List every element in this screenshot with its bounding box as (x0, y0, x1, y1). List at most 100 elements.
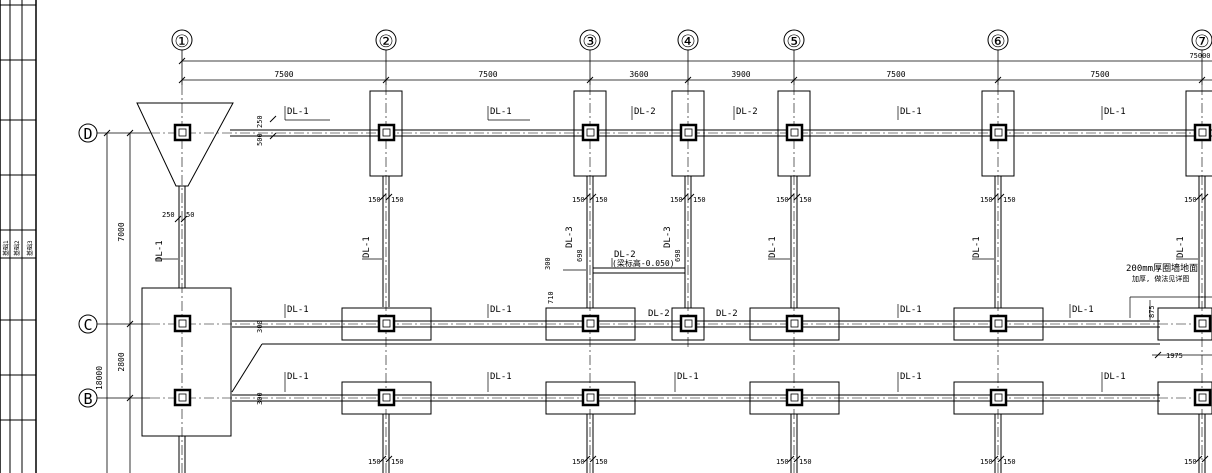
svg-text:300: 300 (256, 392, 264, 405)
svg-text:⑦: ⑦ (1194, 32, 1209, 52)
pile-cap-D3 (573, 90, 607, 177)
beam-labels-row-C: DL-1 DL-1 DL-2 DL-2 DL-1 DL-1 (287, 305, 1094, 319)
column-B1 (173, 388, 192, 407)
svg-text:150: 150 (980, 458, 993, 466)
beam-labels-row-D: DL-1 DL-1 DL-2 DL-2 DL-1 DL-1 (287, 107, 1126, 117)
pile-cap-D7 (1185, 90, 1212, 177)
axis-leaders (97, 50, 1203, 399)
dim-top-1: 7500 (274, 70, 293, 79)
dim-top-6: 7500 (1090, 70, 1109, 79)
column-C1 (173, 314, 192, 333)
title-block: 基础1 基础2 基础3 (0, 0, 37, 473)
column-C5 (785, 314, 804, 333)
column-D7 (1193, 123, 1212, 142)
column-C3 (581, 314, 600, 333)
column-B6 (989, 388, 1008, 407)
svg-text:150: 150 (391, 196, 404, 204)
svg-text:④: ④ (680, 32, 695, 52)
title-block-text-3: 基础3 (26, 240, 34, 256)
axis-bubble-5: ⑤ (783, 29, 805, 52)
beam-label-dl2-link: DL-2 (614, 250, 636, 260)
column-D4 (679, 123, 698, 142)
axis-bubble-1: ① (171, 29, 193, 52)
pile-cap-C6 (953, 307, 1044, 341)
axis-bubble-D: D (78, 123, 98, 143)
pile-cap-B2 (341, 381, 432, 415)
beam-label: DL-1 (490, 107, 512, 117)
pile-cap-C2 (341, 307, 432, 341)
column-D1 (173, 123, 192, 142)
svg-text:150: 150 (693, 196, 706, 204)
svg-text:⑤: ⑤ (786, 32, 801, 52)
beam-label: DL-1 (768, 236, 778, 258)
beam-label: DL-2 (736, 107, 758, 117)
svg-text:150: 150 (368, 458, 381, 466)
pile-cap-D2 (369, 90, 403, 177)
column-D5 (785, 123, 804, 142)
dim-left-7000: 7000 (117, 222, 126, 241)
dim-top-4: 3900 (731, 70, 750, 79)
beam-label: DL-1 (1072, 305, 1094, 315)
svg-text:150: 150 (799, 458, 812, 466)
beam-label: DL-1 (287, 372, 309, 382)
axis-bubble-4: ④ (677, 29, 699, 52)
row-axis-bubbles: D C B (78, 123, 98, 408)
svg-text:150: 150 (1184, 458, 1197, 466)
svg-text:300: 300 (256, 320, 264, 333)
title-block-text-1: 基础1 (2, 240, 10, 256)
beam-label: DL-3 (565, 226, 575, 248)
axis-bubble-7: ⑦ (1191, 29, 1212, 52)
svg-text:150: 150 (368, 196, 381, 204)
svg-text:⑥: ⑥ (990, 32, 1005, 52)
left-dimension-chain: 7000 2800 18000 (95, 129, 134, 473)
beam-label: DL-2 (634, 107, 656, 117)
svg-text:150: 150 (572, 458, 585, 466)
grade-beams (178, 129, 1212, 473)
pile-dimension-labels: 250 500 250 50 300 300 300 710 698 698 8… (162, 115, 1197, 466)
column-D2 (377, 123, 396, 142)
dimension-ticks (174, 115, 1212, 463)
beam-label: DL-1 (287, 107, 309, 117)
svg-text:710: 710 (547, 291, 555, 304)
column-C6 (989, 314, 1008, 333)
beam-label: DL-1 (972, 236, 982, 258)
columns (173, 123, 1212, 407)
column-C4 (679, 314, 698, 333)
note-line-1: 200mm厚圈墙地面 (1126, 262, 1198, 274)
dim-top-3: 3600 (629, 70, 648, 79)
svg-text:150: 150 (595, 196, 608, 204)
column-D6 (989, 123, 1008, 142)
beam-label: DL-1 (155, 240, 165, 262)
pile-cap-D6 (981, 90, 1015, 177)
beam-label: DL-1 (900, 372, 922, 382)
axis-bubble-C: C (78, 314, 98, 334)
note-line-2: 加厚, 做法见详图 (1132, 274, 1189, 283)
svg-text:①: ① (174, 32, 189, 52)
svg-text:150: 150 (670, 196, 683, 204)
svg-text:50: 50 (186, 211, 194, 219)
pile-cap-D4 (671, 90, 705, 177)
beam-labels-vertical: DL-1 DL-1 DL-3 DL-3 DL-1 DL-1 DL-1 DL-2 … (155, 226, 1186, 268)
beam-label: DL-1 (1176, 236, 1186, 258)
svg-text:150: 150 (391, 458, 404, 466)
svg-text:150: 150 (572, 196, 585, 204)
beam-label: DL-1 (677, 372, 699, 382)
pile-cap-C7 (1157, 307, 1212, 341)
svg-text:150: 150 (1003, 196, 1016, 204)
title-block-text-2: 基础2 (13, 240, 21, 256)
svg-text:③: ③ (582, 32, 597, 52)
dim-top-2: 7500 (478, 70, 497, 79)
pile-cap-C1-B1 (141, 287, 232, 437)
grid-center-lines (150, 85, 1212, 473)
pile-cap-D1 (136, 102, 234, 187)
svg-text:D: D (83, 125, 92, 143)
svg-text:875: 875 (1148, 305, 1156, 318)
svg-text:150: 150 (776, 196, 789, 204)
svg-text:B: B (83, 390, 92, 408)
svg-text:500: 500 (256, 133, 264, 146)
pile-cap-C4 (671, 307, 705, 341)
dim-top-5: 7500 (886, 70, 905, 79)
svg-text:150: 150 (776, 458, 789, 466)
svg-text:C: C (83, 316, 92, 334)
